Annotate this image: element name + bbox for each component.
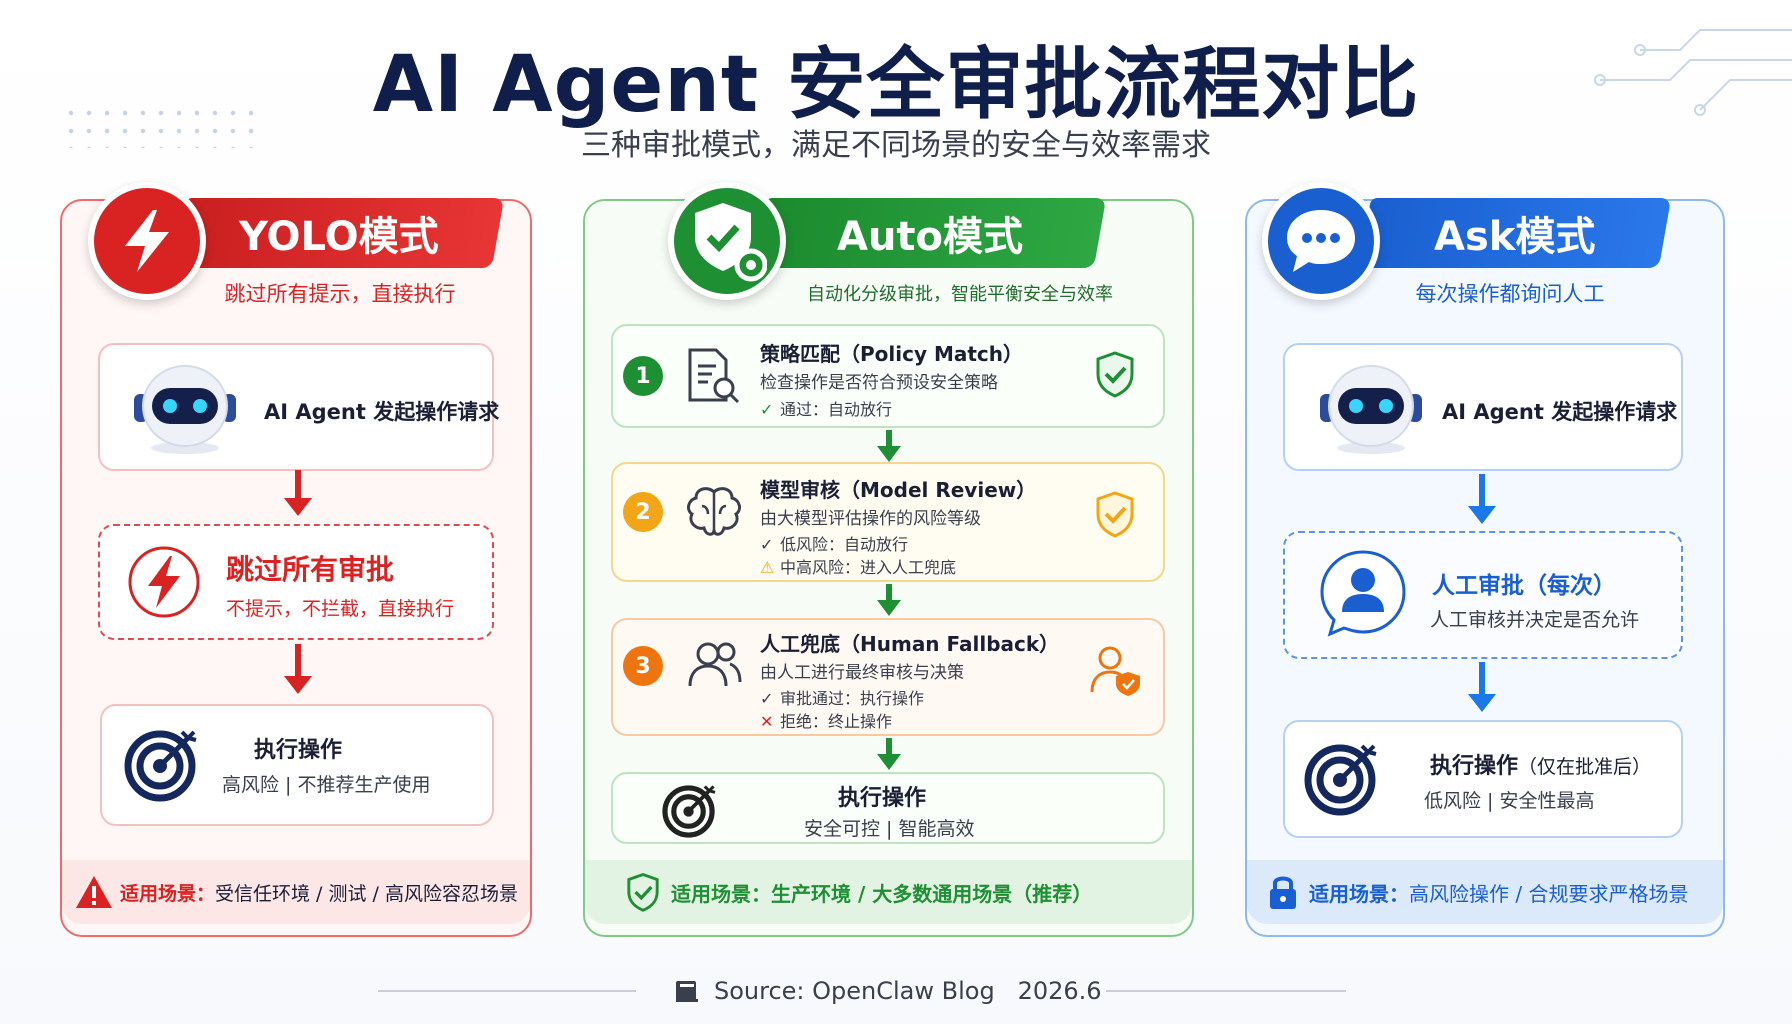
step-title-2: 模型审核（Model Review）	[760, 478, 1037, 502]
check-icon: ✓	[760, 535, 774, 554]
auto-title: Auto模式	[836, 214, 1024, 260]
auto-exec-title: 执行操作	[838, 786, 927, 811]
step-line-2-1: ✓低风险：自动放行	[760, 535, 909, 554]
dot-grid-decoration	[62, 104, 262, 148]
target-arrow-icon	[1304, 744, 1377, 816]
ask-exec-title: 执行操作	[1430, 754, 1519, 779]
step-number-1: 1	[623, 356, 663, 396]
auto-scene-label: 适用场景：	[671, 881, 771, 906]
step-line-1-1: ✓通过：自动放行	[760, 400, 893, 419]
ask-exec-card	[1283, 720, 1683, 838]
yolo-title-banner: YOLO模式	[173, 198, 505, 268]
step-title-1: 策略匹配（Policy Match）	[760, 342, 1024, 366]
check-icon: ✓	[760, 689, 774, 708]
footer-divider-left	[378, 990, 636, 992]
ask-scene-value: 高风险操作 / 合规要求严格场景	[1409, 881, 1689, 906]
yolo-scene-value: 受信任环境 / 测试 / 高风险容忍场景	[215, 882, 518, 905]
step-desc-1: 检查操作是否符合预设安全策略	[760, 373, 998, 393]
step-desc-2: 由大模型评估操作的风险等级	[760, 509, 981, 529]
step-number-2: 2	[623, 492, 663, 532]
auto-exec-desc: 安全可控 | 智能高效	[804, 818, 975, 840]
circuit-decoration	[1594, 29, 1792, 116]
auto-scene-bar: 适用场景： 生产环境 / 大多数通用场景（推荐）	[585, 860, 1192, 924]
auto-step-card-2	[611, 462, 1165, 582]
step-line-3-1: ✓审批通过：执行操作	[760, 689, 925, 708]
auto-step-card-3	[611, 618, 1165, 736]
user-shield-icon	[1090, 646, 1140, 696]
arrow-down-icon	[284, 644, 312, 694]
target-arrow-icon	[662, 785, 716, 838]
arrow-down-icon	[284, 470, 312, 516]
yolo-scene-bar: 适用场景： 受信任环境 / 测试 / 高风险容忍场景	[62, 860, 530, 924]
yolo-skip-desc: 不提示，不拦截，直接执行	[226, 598, 455, 620]
lightning-circle-icon	[128, 546, 200, 618]
brain-icon	[687, 487, 741, 536]
auto-title-banner: Auto模式	[753, 198, 1107, 268]
source-label: Source: OpenClaw Blog 2026.6	[714, 977, 1102, 1005]
yolo-exec-desc: 高风险 | 不推荐生产使用	[222, 774, 431, 796]
step-desc-3: 由人工进行最终审核与决策	[760, 663, 964, 683]
yolo-request-label: AI Agent 发起操作请求	[264, 400, 500, 424]
yolo-title: YOLO模式	[239, 214, 439, 260]
arrow-down-icon	[1468, 662, 1496, 712]
arrow-down-icon	[877, 584, 901, 616]
warning-icon: ⚠	[760, 558, 775, 577]
shield-check-gear-icon	[668, 182, 786, 300]
auto-scene-value: 生产环境 / 大多数通用场景（推荐）	[771, 881, 1093, 906]
ask-tagline: 每次操作都询问人工	[1415, 282, 1605, 306]
ask-scene-bar: 适用场景： 高风险操作 / 合规要求严格场景	[1247, 860, 1723, 924]
yolo-tagline: 跳过所有提示，直接执行	[224, 282, 456, 306]
yolo-exec-title: 执行操作	[254, 738, 343, 763]
robot-icon	[134, 365, 236, 454]
robot-icon	[1320, 365, 1422, 454]
step-title-3: 人工兜底（Human Fallback）	[760, 632, 1060, 656]
book-icon	[676, 981, 698, 1002]
target-arrow-icon	[124, 730, 197, 802]
ask-request-label: AI Agent 发起操作请求	[1442, 400, 1678, 424]
check-icon: ✓	[760, 400, 774, 419]
ask-exec-note: （仅在批准后）	[1518, 756, 1652, 778]
people-icon	[688, 642, 742, 687]
lock-icon	[1270, 876, 1296, 909]
ask-human-desc: 人工审核并决定是否允许	[1430, 609, 1640, 631]
cross-icon: ✕	[760, 712, 774, 731]
auto-step-card-1	[611, 324, 1165, 428]
step-number-3: 3	[623, 646, 663, 686]
ask-human-title: 人工审批（每次）	[1432, 573, 1616, 599]
arrow-down-icon	[877, 430, 901, 462]
page-subtitle: 三种审批模式，满足不同场景的安全与效率需求	[581, 128, 1211, 163]
auto-tagline: 自动化分级审批，智能平衡安全与效率	[807, 284, 1113, 305]
ask-exec-desc: 低风险 | 安全性最高	[1424, 790, 1595, 812]
shield-check-icon	[1096, 351, 1134, 398]
warning-icon	[76, 876, 112, 908]
ask-exec-heading: 执行操作（仅在批准后）	[1430, 748, 1651, 780]
yolo-skip-title: 跳过所有审批	[226, 553, 395, 586]
page-title: AI Agent 安全审批流程对比	[372, 40, 1420, 130]
chat-bubble-icon	[1262, 182, 1380, 300]
ask-title: Ask模式	[1434, 214, 1596, 260]
yolo-scene-label: 适用场景：	[120, 882, 216, 905]
step-line-2-2: ⚠中高风险：进入人工兜底	[760, 558, 957, 577]
shield-check-icon	[1096, 491, 1134, 538]
user-icon	[1320, 550, 1406, 637]
document-search-icon	[688, 348, 740, 404]
step-line-3-2: ✕拒绝：终止操作	[760, 712, 893, 731]
shield-check-icon	[627, 872, 659, 912]
arrow-down-icon	[877, 738, 901, 770]
lightning-icon	[88, 182, 206, 300]
ask-scene-label: 适用场景：	[1309, 881, 1409, 906]
arrow-down-icon	[1468, 474, 1496, 524]
ask-title-banner: Ask模式	[1358, 198, 1672, 268]
footer-divider-right	[1106, 990, 1346, 992]
